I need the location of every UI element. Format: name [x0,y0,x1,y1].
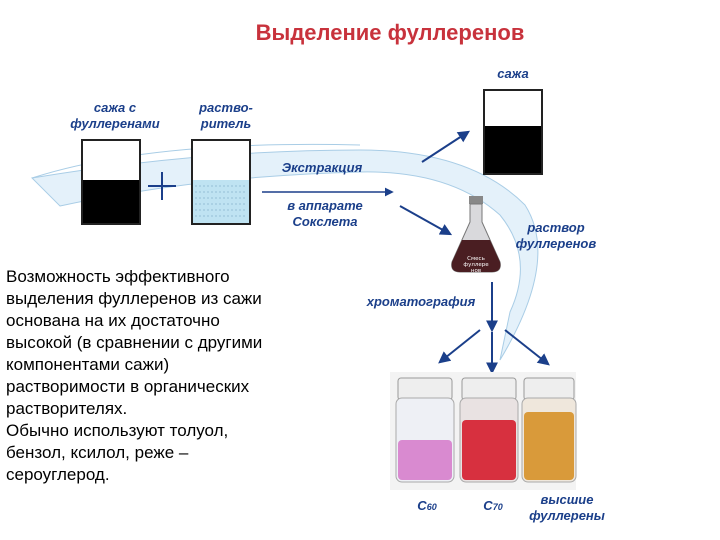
label-soxhlet: в аппарате Сокслета [287,198,363,229]
description-text: Возможность эффективного выделения фулле… [6,267,263,484]
label-chromatography: хроматография [366,294,476,309]
label-higher-fullerenes: высшие фуллерены [529,492,605,523]
label-extraction: Экстракция [281,160,363,175]
beaker-icon [191,139,251,225]
jar-icon [395,377,455,483]
jar-icon [521,377,577,483]
label-fullerene-solution: раствор фуллеренов [515,220,597,251]
page-title: Выделение фуллеренов [255,20,525,45]
flask-label: Смесь фуллере нов [463,256,489,274]
beaker-icon [483,89,543,175]
label-solvent: раство- ритель [199,100,253,131]
plus-icon [148,172,176,200]
jar-icon [459,377,519,483]
arrow-icon [438,329,481,364]
label-c60: C60 [417,498,437,513]
label-c70: C70 [483,498,503,513]
beaker-icon [81,139,141,225]
arrow-icon [421,130,471,163]
flask-icon [451,196,501,273]
arrow-icon [504,329,550,366]
label-soot-with-fullerenes: сажа с фуллеренами [70,100,160,131]
label-soot: сажа [497,66,529,81]
arrow-icon [399,205,453,236]
